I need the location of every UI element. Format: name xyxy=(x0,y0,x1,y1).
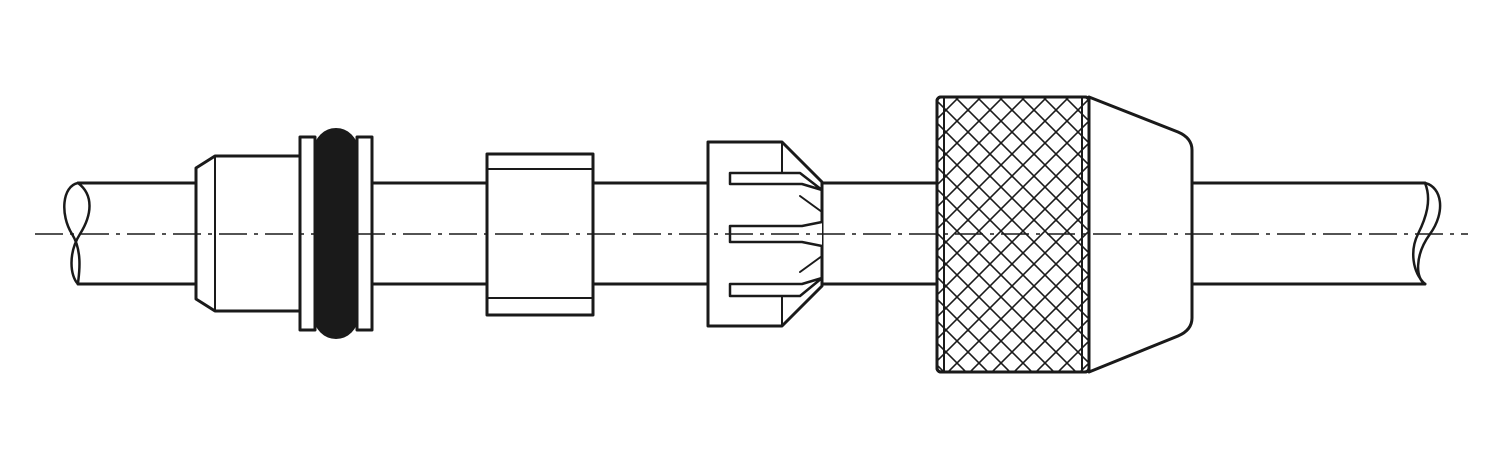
assembly-drawing xyxy=(35,95,1468,374)
drawing-canvas xyxy=(35,95,1468,374)
